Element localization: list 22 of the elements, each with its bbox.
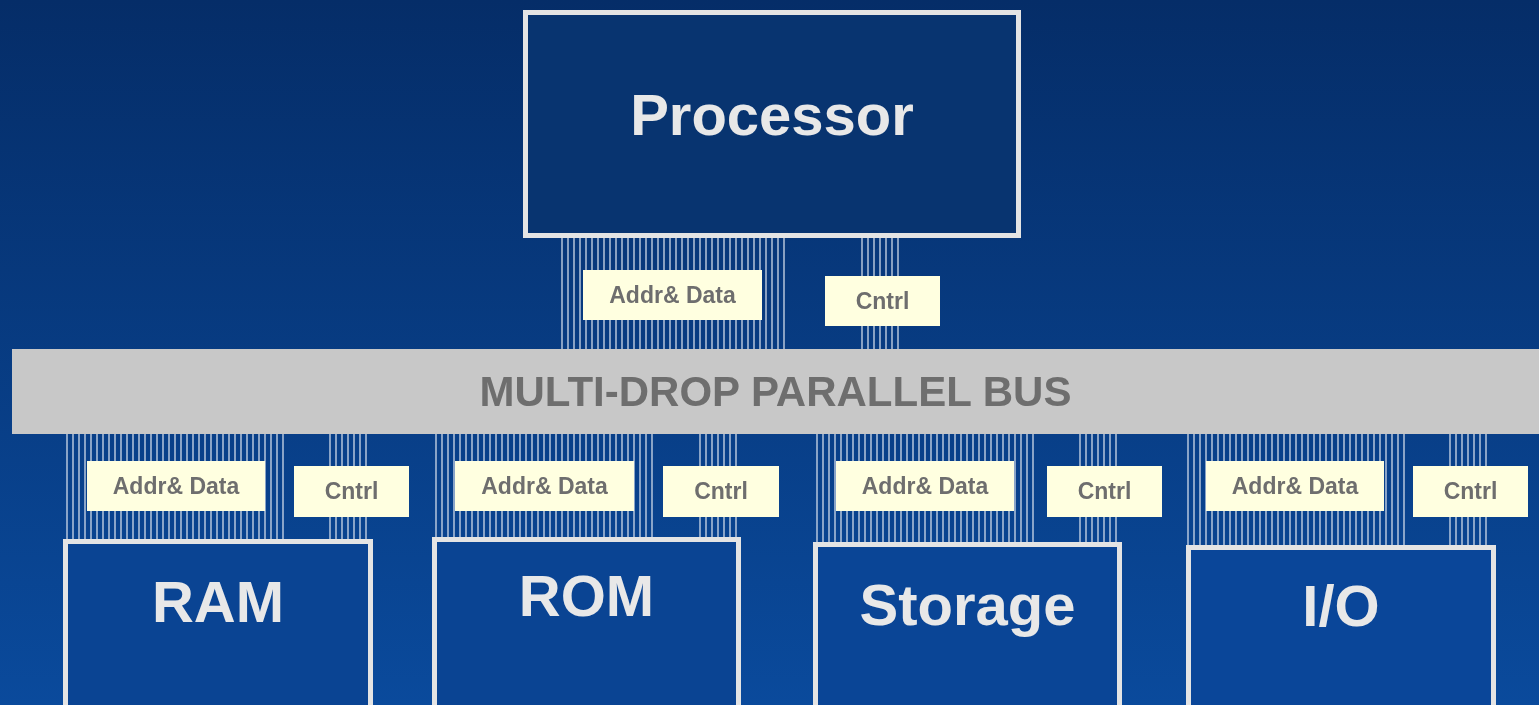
component-label: Processor — [630, 80, 914, 148]
component-box — [523, 10, 1021, 238]
edge-label: Cntrl — [294, 466, 409, 517]
edge-label: Cntrl — [663, 466, 779, 517]
edge-label: Cntrl — [1047, 466, 1162, 517]
edge-label: Addr& Data — [455, 461, 634, 511]
component-label: RAM — [151, 567, 285, 635]
component-label: ROM — [518, 561, 655, 629]
edge-label: Addr& Data — [87, 461, 265, 511]
component-label: Storage — [859, 570, 1076, 638]
component-box — [813, 542, 1122, 705]
component-box — [1186, 545, 1496, 705]
component-label: I/O — [1302, 571, 1380, 639]
edge-label: Addr& Data — [1206, 461, 1384, 511]
component-box — [63, 539, 373, 705]
edge-label: Cntrl — [1413, 466, 1528, 517]
edge-label: Cntrl — [825, 276, 940, 326]
edge-label: Addr& Data — [583, 270, 762, 320]
component-label: MULTI-DROP PARALLEL BUS — [479, 367, 1072, 416]
component-box — [432, 537, 741, 705]
edge-label: Addr& Data — [836, 461, 1014, 511]
bus-bar — [12, 349, 1539, 434]
